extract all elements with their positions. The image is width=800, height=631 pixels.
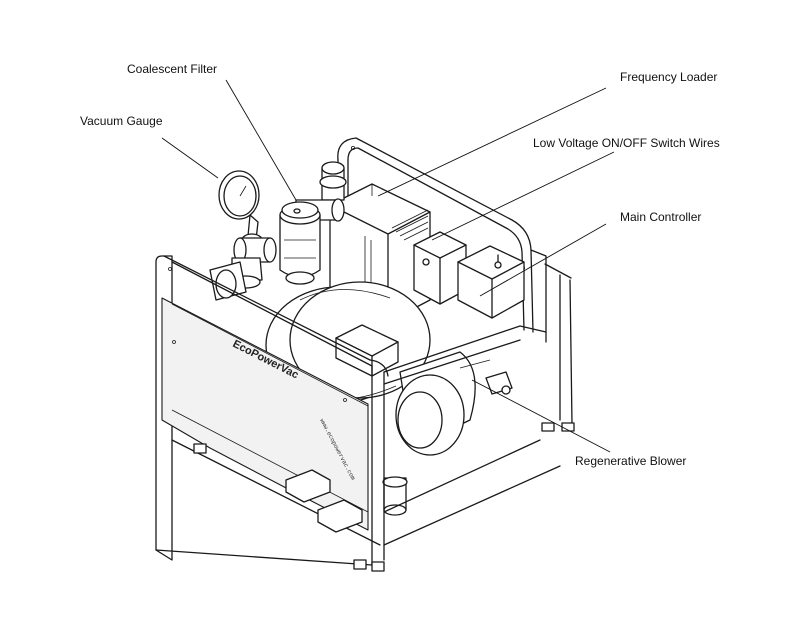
label-main-controller: Main Controller (620, 210, 702, 224)
leader-vacuum-gauge (161, 137, 219, 179)
main-controller-box (457, 245, 525, 319)
leader-main-controller (479, 223, 607, 297)
coalescent-filter (279, 201, 321, 285)
rear-frame (337, 137, 575, 432)
leader-lines (161, 79, 615, 453)
leader-low-voltage-switch (431, 151, 615, 241)
label-vacuum-gauge: Vacuum Gauge (80, 114, 163, 128)
leader-regenerative-blower (471, 379, 611, 453)
leader-frequency-loader (377, 87, 607, 197)
low-voltage-switch-box (413, 231, 467, 305)
label-low-voltage-switch: Low Voltage ON/OFF Switch Wires (533, 136, 720, 150)
leader-coalescent-filter (225, 79, 297, 201)
label-coalescent-filter: Coalescent Filter (127, 62, 218, 76)
vacuum-gauge (218, 170, 277, 289)
front-frame (155, 255, 561, 572)
label-regenerative-blower: Regenerative Blower (575, 454, 687, 468)
label-frequency-loader: Frequency Loader (620, 70, 718, 84)
